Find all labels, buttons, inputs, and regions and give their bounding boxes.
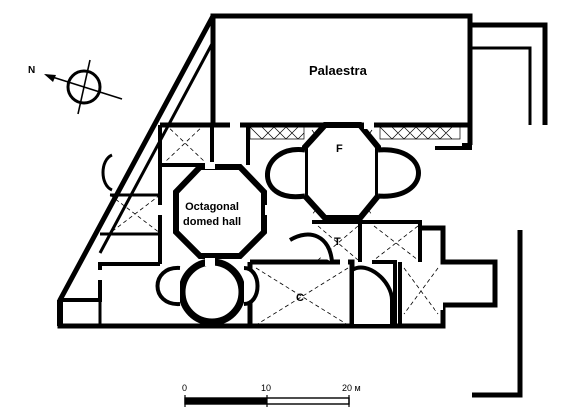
door-openings (96, 122, 443, 310)
apse-c-right (350, 265, 394, 328)
room-f-octagon (302, 122, 381, 221)
scale-tick-0: 0 (182, 383, 188, 393)
domed-rooms (101, 122, 421, 328)
scale-bar (184, 395, 350, 407)
circular-room-lower (178, 258, 246, 326)
room-label-octagonal-line1: Octagonal (185, 201, 239, 213)
compass-north-label: N (28, 65, 36, 76)
room-label-c: C (296, 292, 304, 304)
room-label-octagonal-hall: Octagonal domed hall (183, 200, 241, 230)
room-label-t: T (334, 236, 341, 248)
light-hatch-strips (249, 126, 461, 140)
apse-f-right (377, 147, 421, 199)
apse-f-left (265, 147, 306, 200)
apse-left-small (101, 153, 113, 192)
apse-lower-right (243, 266, 260, 306)
apse-lower-left (155, 265, 181, 307)
room-label-f: F (336, 143, 343, 155)
scale-tick-20: 20 ᴍ (342, 383, 361, 393)
octagonal-domed-hall (173, 164, 267, 259)
room-label-octagonal-line2: domed hall (183, 216, 242, 228)
apse-t-lower (288, 232, 334, 263)
plan-walls (57, 13, 548, 398)
room-label-palaestra: Palaestra (309, 63, 367, 78)
scale-tick-10: 10 (261, 383, 272, 393)
compass-rose (44, 59, 123, 115)
